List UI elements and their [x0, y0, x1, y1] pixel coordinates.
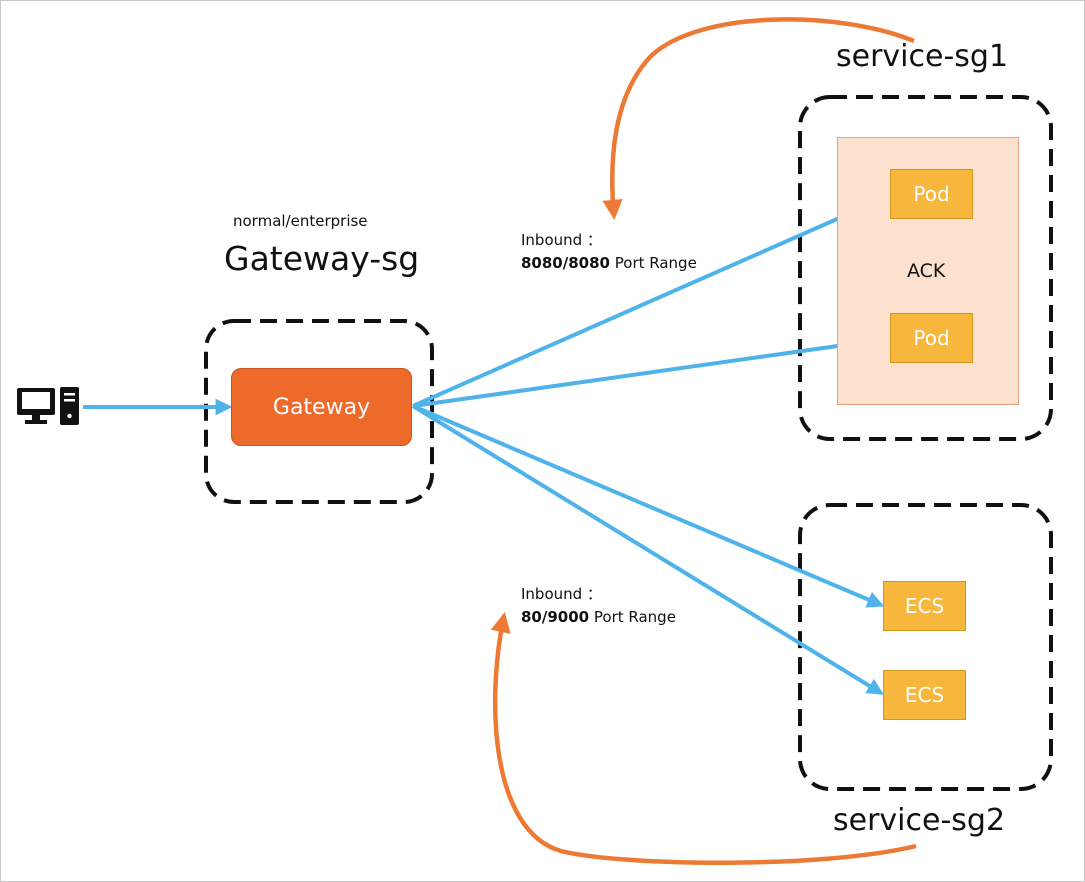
inbound-rule-sg2-heading: Inbound ： [521, 585, 602, 603]
inbound-rule-sg2-ports-line: 80/9000 Port Range [521, 606, 676, 629]
ack-cluster-label: ACK [907, 260, 946, 282]
gateway-to-pod-2-arrow [412, 332, 891, 408]
inbound-rule-sg1-ports: 8080/8080 [521, 254, 610, 272]
ecs-node[interactable]: ECS [883, 581, 966, 631]
inbound-rule-sg2-ports: 80/9000 [521, 608, 590, 626]
desktop-computer-icon [17, 387, 79, 425]
pod-node-label: Pod [913, 326, 950, 350]
gateway-to-ecs-1-arrow [412, 404, 885, 608]
inbound-rule-sg1-suffix: Port Range [614, 254, 697, 272]
ecs-node-label: ECS [904, 594, 945, 618]
service-sg2-boundary [798, 503, 1053, 791]
inbound-rule-sg1-heading: Inbound ： [521, 231, 602, 249]
service-sg1-rule-arrow [602, 17, 915, 221]
inbound-rule-sg2-suffix: Port Range [593, 608, 676, 626]
inbound-rule-sg1: Inbound ： 8080/8080 Port Range [521, 229, 697, 275]
pod-node[interactable]: Pod [890, 313, 973, 363]
service-sg2-rule-arrow [490, 612, 917, 866]
ecs-node[interactable]: ECS [883, 670, 966, 720]
pod-node-label: Pod [913, 182, 950, 206]
gateway-node-label: Gateway [272, 394, 371, 420]
pod-node[interactable]: Pod [890, 169, 973, 219]
gateway-tier-label: normal/enterprise [233, 212, 368, 230]
gateway-sg-boundary [204, 319, 434, 504]
service-sg2-title: service-sg2 [833, 803, 1006, 838]
gateway-to-pod-1-arrow [412, 194, 891, 408]
ecs-node-label: ECS [904, 683, 945, 707]
gateway-to-ecs-2-arrow [411, 404, 884, 695]
gateway-node[interactable]: Gateway [231, 368, 412, 446]
inbound-rule-sg2: Inbound ： 80/9000 Port Range [521, 583, 676, 629]
service-sg1-title: service-sg1 [836, 39, 1009, 74]
gateway-sg-title: Gateway-sg [224, 239, 420, 278]
inbound-rule-sg1-ports-line: 8080/8080 Port Range [521, 252, 697, 275]
service-sg1-boundary [798, 95, 1053, 441]
